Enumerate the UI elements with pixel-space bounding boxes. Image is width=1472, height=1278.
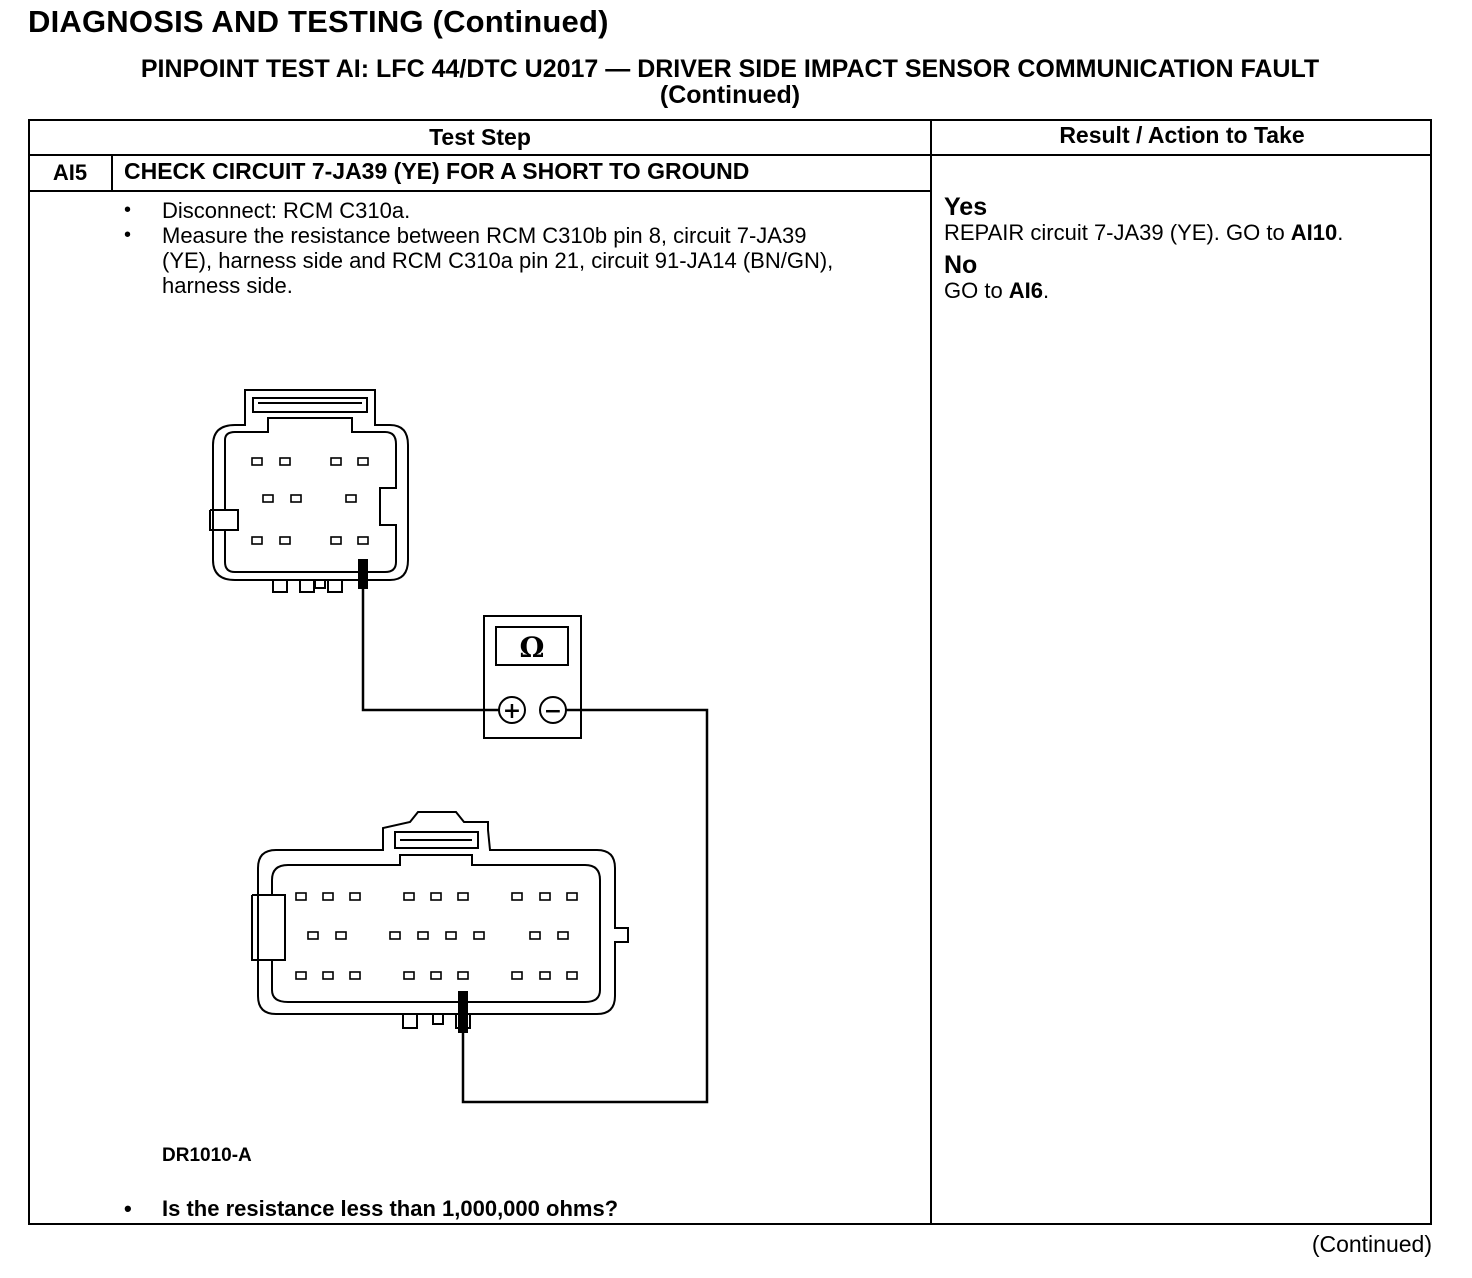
positive-test-lead (361, 588, 499, 712)
result-no-label: No (944, 251, 978, 279)
rcm-c310a-connector (251, 811, 629, 1029)
no-action-target: AI6 (1008, 278, 1044, 303)
probe-tip (458, 991, 468, 1033)
result-yes-action: REPAIR circuit 7-JA39 (YE). GO to AI10. (944, 221, 1424, 245)
header-result-action: Result / Action to Take (1059, 122, 1305, 148)
result-action-panel: Yes REPAIR circuit 7-JA39 (YE). GO to AI… (944, 193, 1424, 309)
yes-action-text: REPAIR circuit 7-JA39 (YE). GO to (944, 220, 1291, 245)
question-list: Is the resistance less than 1,000,000 oh… (120, 1196, 618, 1222)
instruction-item: Measure the resistance between RCM C310b… (120, 223, 840, 298)
instruction-list: Disconnect: RCM C310a. Measure the resis… (120, 198, 840, 298)
header-test-step: Test Step (429, 124, 531, 150)
header-divider (28, 154, 1432, 156)
c310b-pin-cavities (251, 457, 369, 545)
meter-plus-terminal: + (503, 698, 521, 724)
footer-continued: (Continued) (1311, 1231, 1432, 1257)
step-id: AI5 (52, 160, 88, 185)
instruction-item: Disconnect: RCM C310a. (120, 198, 840, 223)
question-item: Is the resistance less than 1,000,000 oh… (120, 1196, 618, 1222)
step-id-divider (111, 154, 113, 192)
rcm-c310b-connector (209, 389, 409, 593)
yes-action-suffix: . (1337, 220, 1344, 245)
pinpoint-test-title: PINPOINT TEST AI: LFC 44/DTC U2017 — DRI… (28, 56, 1432, 108)
result-no-action: GO to AI6. (944, 279, 1424, 303)
page-heading: DIAGNOSIS AND TESTING (Continued) (28, 4, 609, 39)
meter-minus-terminal: − (544, 698, 562, 724)
column-divider (930, 119, 932, 1225)
figure-label: DR1010-A (162, 1145, 252, 1166)
no-action-suffix: . (1043, 278, 1050, 303)
no-action-text: GO to (944, 278, 1009, 303)
test-title-line2: (Continued) (659, 81, 801, 109)
step-title-divider (28, 190, 932, 192)
test-table (28, 119, 1432, 1225)
negative-test-lead (461, 708, 709, 1104)
probe-tip (358, 559, 368, 589)
yes-action-target: AI10 (1290, 220, 1338, 245)
step-title: CHECK CIRCUIT 7-JA39 (YE) FOR A SHORT TO… (124, 158, 750, 184)
test-title-line1: PINPOINT TEST AI: LFC 44/DTC U2017 — DRI… (140, 55, 1320, 83)
result-yes-label: Yes (944, 193, 988, 221)
ohm-symbol: Ω (520, 631, 545, 664)
c310a-pin-cavities (295, 892, 578, 980)
